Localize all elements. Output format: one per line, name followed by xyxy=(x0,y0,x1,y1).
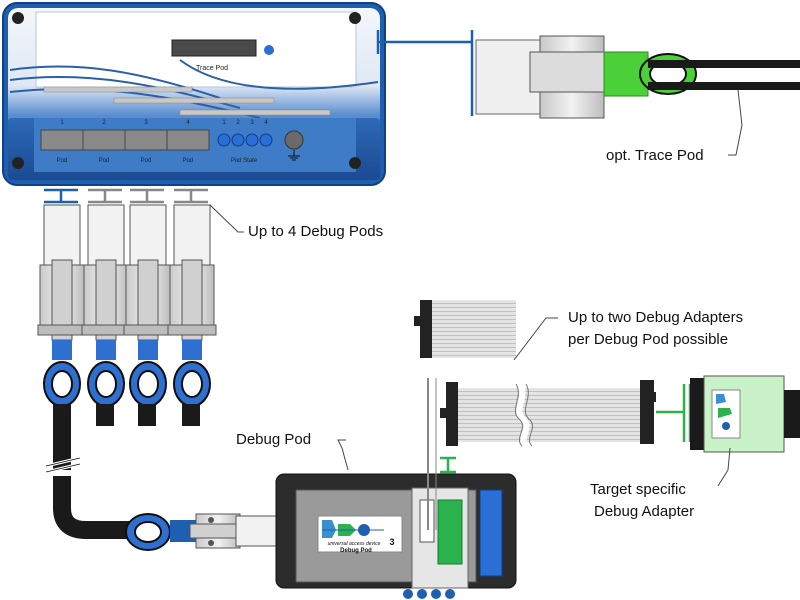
pod-port-label: Pod xyxy=(141,158,152,164)
port-number: 4 xyxy=(186,120,190,126)
debug-cable xyxy=(45,404,277,551)
pod-state-led xyxy=(259,133,273,147)
target-debug-adapter: Target specific Debug Adapter xyxy=(590,375,800,520)
ribbon-cable-lower xyxy=(440,380,692,449)
pod-state-led xyxy=(231,133,245,147)
screw-icon xyxy=(349,157,361,169)
opt-trace-pod-label: opt. Trace Pod xyxy=(606,147,704,164)
uad-logo-icon xyxy=(322,520,384,538)
ribbon-cable-upper xyxy=(414,300,516,358)
trace-pod-connection: opt. Trace Pod xyxy=(376,30,800,164)
led-number: 3 xyxy=(250,120,254,126)
uad-version-text: 3 xyxy=(389,537,394,547)
ground-icon xyxy=(288,150,300,161)
pod-port xyxy=(166,129,210,151)
target-adapter-label-line2: Debug Adapter xyxy=(594,503,694,520)
pod-port-label: Pod xyxy=(183,158,194,164)
pod-plug-3 xyxy=(123,204,173,360)
trace-pod-led xyxy=(264,45,274,55)
screw-icon xyxy=(12,157,24,169)
pod-plug-2 xyxy=(81,204,131,360)
debug-pod-label: Debug Pod xyxy=(236,431,311,448)
port-number: 1 xyxy=(60,120,64,126)
uad-brand-text: universal access device xyxy=(328,541,381,547)
trace-pod-port-label: Trace Pod xyxy=(196,65,228,72)
main-unit: Trace Pod 1 2 3 4 Pod Pod Pod Pod 1 2 3 … xyxy=(2,2,386,186)
port-number: 2 xyxy=(102,120,106,126)
debug-pod-connectors: Up to 4 Debug Pods xyxy=(37,188,383,426)
led-number: 2 xyxy=(236,120,240,126)
pod-state-label: Pod State xyxy=(231,158,258,164)
pod-port xyxy=(124,129,168,151)
up-to-4-debug-pods-label: Up to 4 Debug Pods xyxy=(248,223,383,240)
target-adapter-label-line1: Target specific xyxy=(590,481,686,498)
pod-state-led xyxy=(217,133,231,147)
debug-pod-device: universal access device 3 Debug Pod Debu… xyxy=(236,378,517,599)
screw-icon xyxy=(12,12,24,24)
pod-port xyxy=(40,129,84,151)
debug-adapters-label-line2: per Debug Pod possible xyxy=(568,331,728,348)
trace-pod-port xyxy=(171,39,257,57)
screw-icon xyxy=(349,12,361,24)
debug-adapters-label-line1: Up to two Debug Adapters xyxy=(568,309,743,326)
pod-port xyxy=(82,129,126,151)
led-number: 4 xyxy=(264,120,268,126)
pod-plug-4 xyxy=(167,204,217,360)
pod-port-label: Pod xyxy=(99,158,110,164)
port-number: 3 xyxy=(144,120,148,126)
debug-pod-model-label: Debug Pod xyxy=(340,548,372,554)
uad-logo-icon xyxy=(716,394,732,430)
led-number: 1 xyxy=(222,120,226,126)
pod-state-led xyxy=(245,133,259,147)
pod-plug-1 xyxy=(37,204,87,360)
debug-adapters-callout: Up to two Debug Adapters per Debug Pod p… xyxy=(513,309,743,361)
pod-port-label: Pod xyxy=(57,158,68,164)
power-button xyxy=(284,130,304,150)
